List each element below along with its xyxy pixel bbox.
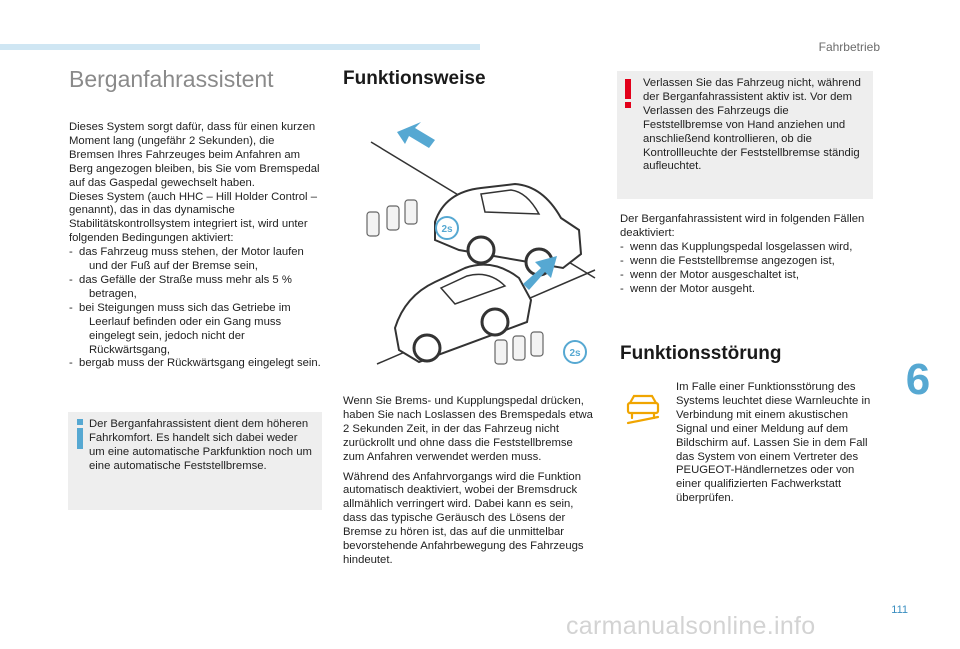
condition-item: - das Gefälle der Straße muss mehr als 5… [69, 273, 292, 300]
direction-arrow-icon-lower [523, 256, 557, 290]
hhc-paragraph: Dieses System (auch HHC – Hill Holder Co… [69, 190, 317, 245]
hill-assist-pedal-icon [366, 199, 418, 237]
condition-item: - bergab muss der Rückwärtsgang eingeleg… [69, 357, 321, 370]
info-note-text: Der Berganfahrassistent dient dem höhere… [89, 418, 312, 472]
hill-assist-badge-upper [435, 216, 459, 240]
deactivation-item: - wenn der Motor ausgeht. [620, 282, 756, 295]
header-accent-bar [0, 44, 480, 50]
watermark: carmanualsonline.info [566, 612, 816, 640]
section-label: Fahrbetrieb [818, 40, 880, 54]
deactivation-intro: Der Berganfahrassistent wird in folgende… [620, 213, 865, 239]
funktionsweise-paragraph-1: Wenn Sie Brems- und Kupplungspedal drück… [343, 395, 593, 463]
intro-paragraph: Dieses System sorgt dafür, dass für eine… [69, 121, 320, 189]
funktionsweise-paragraph-2: Während des Anfahrvorgangs wird die Funk… [343, 470, 584, 566]
left-text-block: Dieses System sorgt dafür, dass für eine… [69, 121, 321, 371]
deactivation-block: Der Berganfahrassistent wird in folgende… [620, 213, 872, 296]
warning-note-text: Verlassen Sie das Fahrzeug nicht, währen… [643, 77, 861, 173]
condition-item: - bei Steigungen muss sich das Getriebe … [69, 301, 291, 356]
page-title: Berganfahrassistent [69, 66, 274, 92]
fault-text: Im Falle einer Funktionsstörung des Syst… [676, 381, 871, 505]
car-upper-icon [434, 182, 583, 277]
middle-text-block: Wenn Sie Brems- und Kupplungspedal drück… [343, 395, 595, 568]
chapter-number: 6 [905, 355, 931, 404]
deactivation-item: - wenn der Motor ausgeschaltet ist, [620, 268, 799, 281]
section-title-funktionsweise: Funktionsweise [343, 68, 486, 89]
deactivation-item: - wenn die Feststellbremse angezogen ist… [620, 254, 835, 267]
hill-assist-pedal-icon-lower [494, 331, 544, 365]
page-number: 111 [891, 604, 908, 616]
warning-note-box: Verlassen Sie das Fahrzeug nicht, währen… [617, 71, 873, 199]
deactivation-item: - wenn das Kupplungspedal losgelassen wi… [620, 240, 853, 253]
condition-item: - das Fahrzeug muss stehen, der Motor la… [69, 246, 304, 273]
info-icon [77, 419, 83, 449]
direction-arrow-icon [397, 122, 435, 148]
hill-assist-fault-icon [626, 394, 660, 425]
hill-assist-illustration: 2s 2s [366, 122, 596, 365]
svg-text:2s: 2s [441, 224, 453, 235]
hill-assist-badge-lower [563, 340, 587, 364]
svg-text:2s: 2s [569, 348, 581, 359]
warning-exclamation-icon [625, 79, 631, 108]
info-note-box: Der Berganfahrassistent dient dem höhere… [68, 412, 322, 510]
section-title-funktionsstoerung: Funktionsstörung [620, 343, 782, 364]
car-lower-icon [393, 263, 533, 364]
